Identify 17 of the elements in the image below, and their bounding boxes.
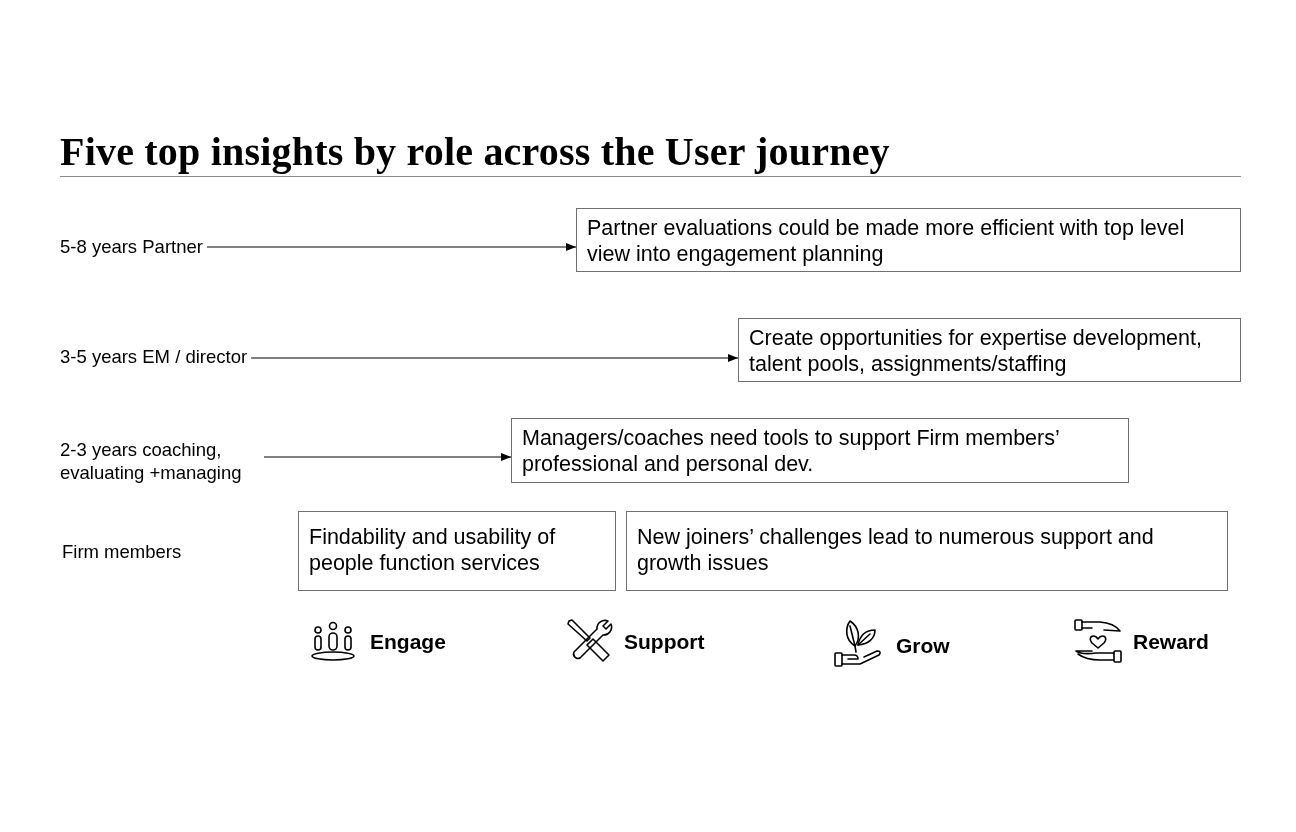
arrow: [206, 243, 577, 251]
row-label: Firm members: [62, 540, 182, 563]
insight-box: Findability and usability of people function services: [298, 511, 616, 591]
stage-label: Support: [624, 629, 705, 654]
insight-box: Create opportunities for expertise development, talent pools, assignments/staffing: [738, 318, 1241, 382]
stage-label: Engage: [370, 629, 446, 654]
stage-label: Grow: [896, 633, 950, 658]
insight-box: Partner evaluations could be made more efficient with top level view into engagement planning: [576, 208, 1241, 272]
title: Five top insights by role across the User journey: [60, 130, 890, 174]
insight-box: New joiners’ challenges lead to numerous support and growth issues: [626, 511, 1228, 591]
arrow: [250, 354, 739, 362]
role-label: 5-8 years Partner: [60, 235, 203, 258]
role-label: 2-3 years coaching, evaluating +managing: [60, 438, 260, 484]
stage-label: Reward: [1133, 629, 1209, 654]
arrow: [263, 453, 512, 461]
insight-box: Managers/coaches need tools to support Firm members’ professional and personal dev.: [511, 418, 1129, 483]
role-label: 3-5 years EM / director: [60, 345, 248, 368]
